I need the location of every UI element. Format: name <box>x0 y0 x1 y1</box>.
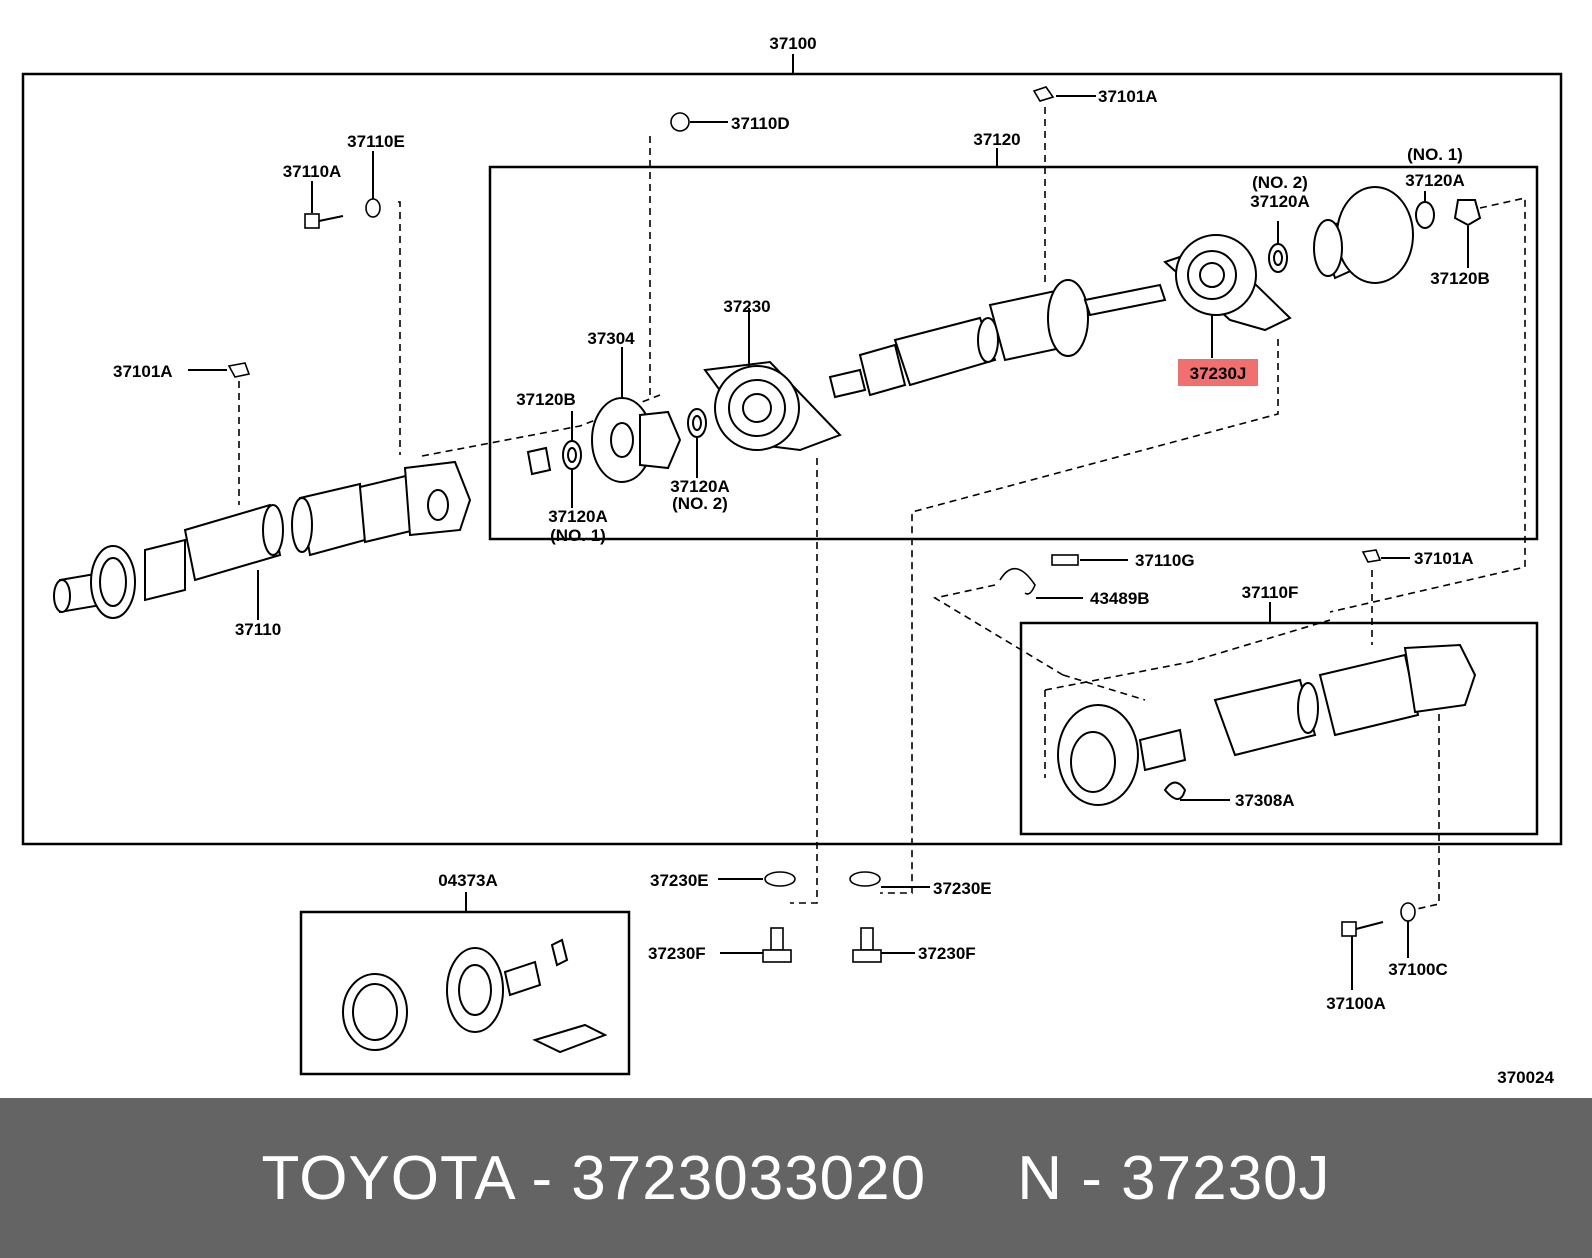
label-37120A-no1-left: 37120A <box>548 507 608 526</box>
label-37308A: 37308A <box>1235 791 1295 810</box>
flange-rear <box>1313 186 1482 284</box>
label-no1-left: (NO. 1) <box>550 526 606 545</box>
label-37230J: 37230J <box>1190 364 1247 383</box>
label-04373A: 04373A <box>438 871 498 890</box>
flange-37304 <box>526 397 707 483</box>
frame-37100 <box>21 72 1563 846</box>
label-37101A-right: 37101A <box>1414 549 1474 568</box>
center-bearing-37230J <box>1163 234 1292 332</box>
label-37230F-right: 37230F <box>918 944 976 963</box>
center-bearing-37230 <box>703 360 842 452</box>
label-37230: 37230 <box>723 297 770 316</box>
label-37230E-right: 37230E <box>933 879 992 898</box>
leader-lines <box>188 95 1469 990</box>
label-37101A-top: 37101A <box>1098 87 1158 106</box>
propeller-shaft-diagram: 37100 37101A 37110D 37120 37110E 37110A … <box>21 34 1563 1087</box>
repair-kit-04373A <box>342 938 608 1054</box>
label-no2-mid: (NO. 2) <box>672 494 728 513</box>
label-37120A-no2-top: 37120A <box>1250 192 1310 211</box>
label-37100C: 37100C <box>1388 960 1448 979</box>
label-37120A-no1-top: 37120A <box>1405 171 1465 190</box>
label-37100: 37100 <box>769 34 816 53</box>
label-37110D: 37110D <box>731 114 790 133</box>
fasteners <box>227 86 1416 963</box>
label-37120: 37120 <box>973 130 1020 149</box>
footer-bar: TOYOTA - 3723033020 N - 37230J <box>0 1098 1592 1258</box>
shaft-37110F <box>1057 643 1477 806</box>
highlight-37230J <box>1178 359 1258 386</box>
frame-37110F <box>1019 621 1539 836</box>
label-diagram-code: 370024 <box>1497 1068 1554 1087</box>
label-37100A: 37100A <box>1326 994 1386 1013</box>
label-37120B-left: 37120B <box>516 390 576 409</box>
label-37230F-left: 37230F <box>648 944 706 963</box>
label-37230E-left: 37230E <box>650 871 709 890</box>
label-37110E: 37110E <box>347 132 405 151</box>
frame-04373A <box>299 910 631 1076</box>
label-43489B: 43489B <box>1090 589 1150 608</box>
label-37110G: 37110G <box>1135 551 1195 570</box>
label-37120A-no2-mid: 37120A <box>670 477 730 496</box>
label-37110A: 37110A <box>283 162 342 181</box>
frame-37120 <box>488 165 1539 541</box>
label-37110: 37110 <box>235 620 281 639</box>
rear-propeller-shaft <box>828 279 1167 399</box>
label-37304: 37304 <box>587 329 635 348</box>
label-37120B-right: 37120B <box>1430 269 1490 288</box>
label-no1-top: (NO. 1) <box>1407 145 1463 164</box>
label-no2-top: (NO. 2) <box>1252 173 1308 192</box>
front-propeller-shaft <box>53 460 472 619</box>
part-number-caption: TOYOTA - 3723033020 N - 37230J <box>261 1143 1331 1213</box>
label-37101A-left: 37101A <box>113 362 173 381</box>
label-37110F: 37110F <box>1242 583 1299 602</box>
